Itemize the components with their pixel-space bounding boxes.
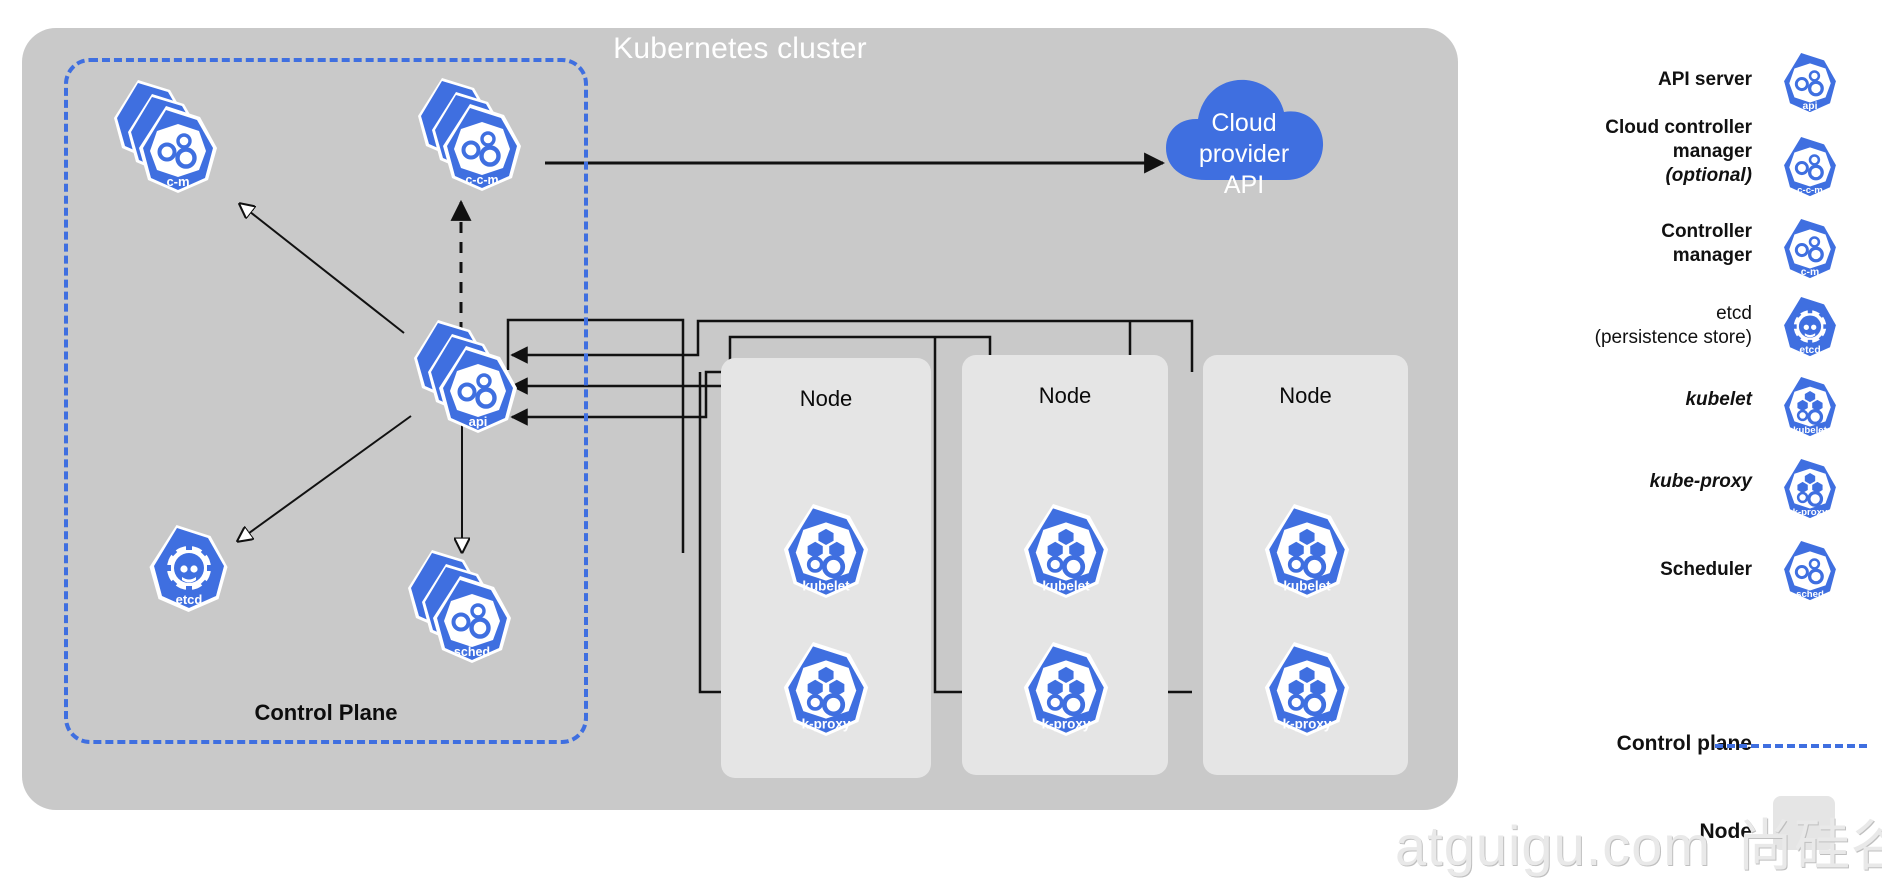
badge-label: kubelet (1283, 578, 1331, 593)
legend-label-scheduler: Scheduler (1660, 559, 1752, 580)
badge-label: c-m (1801, 267, 1819, 278)
kubelet-icon (1035, 522, 1097, 581)
legend: API server api Cloud controller manager … (1470, 38, 1882, 858)
badge-label: etcd (1799, 345, 1820, 356)
badge-stack-layer-1: api (439, 346, 517, 433)
legend-label-controller-manager: Controller manager (1661, 221, 1752, 266)
legend-badge-c-c-m[interactable]: c-c-m (1773, 134, 1847, 208)
badge-stack-layer-1: c-c-m (443, 104, 521, 191)
legend-label-cloud-controller-manager-optional: (optional) (1665, 165, 1752, 186)
control-plane-boundary (64, 58, 588, 744)
node-title: Node (1279, 383, 1332, 408)
node-2-badge-kubelet[interactable]: kubelet (1012, 504, 1120, 612)
badge-label: api (1803, 101, 1818, 112)
gears-icon (1789, 147, 1831, 187)
kubelet-icon (1789, 468, 1831, 509)
legend-swatch-control-plane-dashed-line (1715, 744, 1867, 748)
node-1-badge-kubelet[interactable]: kubelet (772, 504, 880, 612)
node-3-badge-kubelet[interactable]: kubelet (1253, 504, 1361, 612)
legend-label-control-plane: Control plane (1616, 732, 1752, 755)
gears-icon (1789, 229, 1831, 269)
badge-label: etcd (176, 592, 203, 607)
badge-label: k-proxy (1042, 716, 1091, 731)
badge-label: k-proxy (1793, 507, 1828, 518)
control-plane-badge-c-c-m[interactable]: c-c-m (404, 76, 528, 200)
badge-label: k-proxy (1283, 716, 1332, 731)
control-plane-label: Control Plane (254, 700, 398, 725)
legend-label-kube-proxy: kube-proxy (1649, 471, 1752, 492)
legend-label-etcd: etcd (persistence store) (1594, 303, 1752, 348)
badge-label: kubelet (802, 578, 850, 593)
legend-label-cloud-controller-manager: Cloud controller manager (1605, 117, 1752, 162)
control-plane-badge-sched[interactable]: sched (394, 548, 518, 672)
kubelet-icon (795, 660, 857, 719)
badge-stack-layer-1: c-m (139, 106, 217, 193)
cloud-line-1: Cloud (1211, 109, 1277, 137)
badge-label: kubelet (1793, 425, 1827, 436)
watermark-cn: 尚硅谷 (1737, 814, 1882, 877)
control-plane-badge-etcd[interactable]: etcd (139, 524, 239, 624)
badge-label: sched (454, 645, 490, 659)
cloud-line-2: provider (1198, 140, 1290, 168)
node-1-badge-k-proxy[interactable]: k-proxy (772, 642, 880, 750)
badge-label: c-m (166, 174, 189, 189)
badge-stack-layer-1: sched (433, 576, 511, 663)
gears-icon (150, 124, 206, 177)
legend-label-node: Node (1699, 820, 1753, 843)
kubelet-icon (1276, 660, 1338, 719)
watermark-latin: atguigu.com (1395, 814, 1712, 877)
kubelet-icon (795, 522, 857, 581)
badge-label: k-proxy (802, 716, 851, 731)
cloud-line-3: API (1223, 171, 1265, 199)
node-title: Node (799, 386, 853, 411)
etcd-icon (164, 543, 214, 593)
badge-label: c-c-m (465, 173, 498, 187)
gears-icon (450, 364, 506, 417)
legend-badge-sched[interactable]: sched (1773, 538, 1847, 612)
etcd-icon (1791, 308, 1829, 346)
cloud-provider-api-label: Cloud provider API (1160, 108, 1328, 201)
gears-icon (444, 594, 500, 647)
cluster-title: Kubernetes cluster (613, 32, 867, 65)
badge-label: api (469, 414, 488, 429)
node-title: Node (1038, 383, 1092, 408)
legend-swatch-node-box (1773, 796, 1835, 850)
kubelet-icon (1789, 386, 1831, 427)
badge-label: c-c-m (1797, 185, 1823, 196)
legend-badge-kubelet[interactable]: kubelet (1773, 374, 1847, 448)
node-3-badge-k-proxy[interactable]: k-proxy (1253, 642, 1361, 750)
badge-label: kubelet (1042, 578, 1090, 593)
gears-icon (1789, 551, 1831, 591)
kubelet-icon (1276, 522, 1338, 581)
control-plane-badge-c-m[interactable]: c-m (100, 78, 224, 202)
legend-badge-api[interactable]: api (1773, 50, 1847, 124)
legend-label-kubelet: kubelet (1685, 389, 1752, 410)
node-2-badge-k-proxy[interactable]: k-proxy (1012, 642, 1120, 750)
legend-badge-etcd[interactable]: etcd (1773, 294, 1847, 368)
badge-label: sched (1796, 589, 1824, 600)
control-plane-badge-api[interactable]: api (400, 318, 524, 442)
legend-badge-c-m[interactable]: c-m (1773, 216, 1847, 290)
gears-icon (454, 122, 510, 175)
legend-badge-k-proxy[interactable]: k-proxy (1773, 456, 1847, 530)
kubelet-icon (1035, 660, 1097, 719)
cloud-provider-api-shape[interactable] (1160, 62, 1328, 190)
gears-icon (1789, 63, 1831, 103)
legend-label-api-server: API server (1657, 69, 1752, 90)
